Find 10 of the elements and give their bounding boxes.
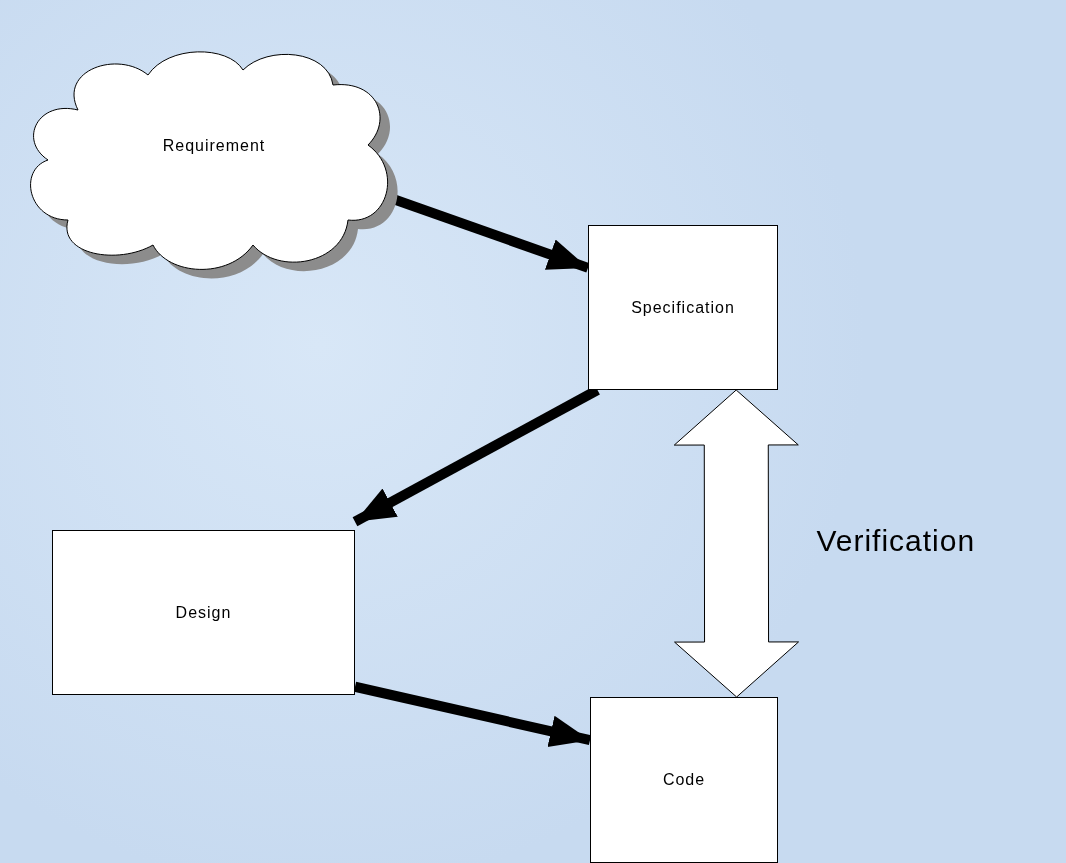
process-box	[588, 225, 778, 390]
double-block-arrow	[673, 389, 800, 698]
node-label: Code	[662, 771, 706, 789]
node-label: Design	[175, 603, 232, 622]
edge-label: Verification	[816, 523, 976, 558]
node-label: Specification	[631, 298, 735, 317]
process-box	[590, 697, 778, 863]
arrow	[353, 681, 592, 747]
node-label: Requirement	[162, 137, 266, 155]
process-box	[52, 530, 355, 695]
